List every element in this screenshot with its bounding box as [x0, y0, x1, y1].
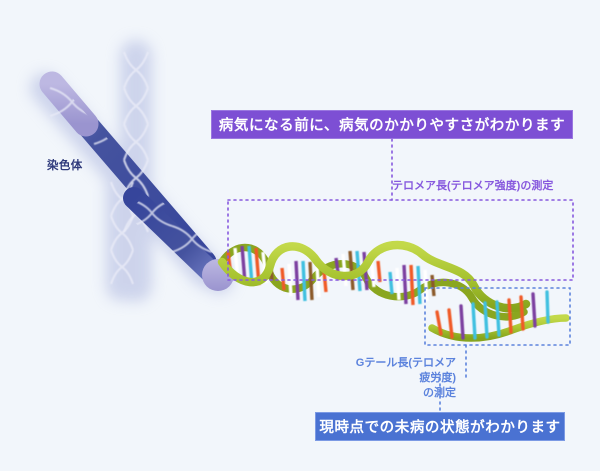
gtail-benefit-banner: 現時点での未病の状態がわかります: [315, 412, 565, 441]
g-tail-strand: [428, 290, 570, 342]
gtail-caption-line1: Gテール長(テロメア疲労度): [355, 357, 456, 384]
gtail-region-outline: [424, 287, 571, 413]
dna-backbone-front: [217, 240, 531, 313]
chromosome-label: 染色体: [47, 160, 83, 172]
telomere-region-outline: [227, 138, 574, 281]
telomere-benefit-banner: 病気になる前に、病気のかかりやすさがわかります: [211, 110, 573, 139]
dna-double-helix: [217, 240, 531, 321]
telomere-measurement-caption: テロメア長(テロメア強度)の測定: [392, 180, 554, 192]
g-tail-bases: [435, 290, 550, 340]
chromosome-arm-lower-left: [109, 168, 135, 291]
gtail-measurement-caption: Gテール長(テロメア疲労度) の測定: [352, 356, 456, 401]
gtail-caption-line2: の測定: [423, 387, 456, 399]
